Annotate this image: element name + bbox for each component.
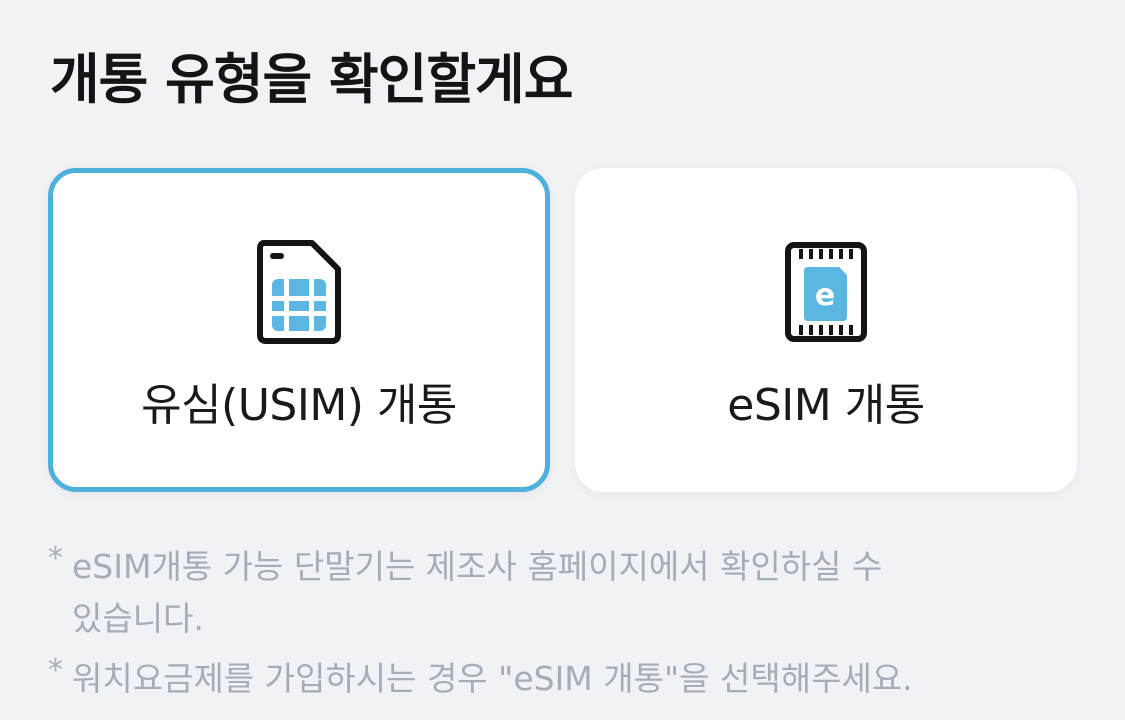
notice-item: * 워치요금제를 가입하시는 경우 "eSIM 개통"을 선택해주세요. [48,650,1085,708]
esim-activation-option[interactable]: e eSIM 개통 [575,168,1077,492]
page-title: 개통 유형을 확인할게요 [50,48,573,111]
esim-chip-icon: e [781,239,871,345]
notice-text-line: 워치요금제를 가입하시는 경우 "eSIM 개통"을 선택해주세요. [72,659,913,698]
usim-card-icon [254,239,344,345]
notice-marker: * [48,653,63,688]
notice-text-line: 있습니다. [72,599,204,638]
svg-text:e: e [815,278,835,313]
notice-text-line: eSIM개통 가능 단말기는 제조사 홈페이지에서 확인하실 수 [72,547,883,586]
notice-section: * eSIM개통 가능 단말기는 제조사 홈페이지에서 확인하실 수 있습니다.… [48,538,1085,716]
notice-item: * eSIM개통 가능 단말기는 제조사 홈페이지에서 확인하실 수 있습니다. [48,538,1085,642]
esim-option-label: eSIM 개통 [727,380,925,431]
notice-marker: * [48,541,63,576]
usim-option-label: 유심(USIM) 개통 [141,380,457,431]
usim-activation-option[interactable]: 유심(USIM) 개통 [48,168,550,492]
